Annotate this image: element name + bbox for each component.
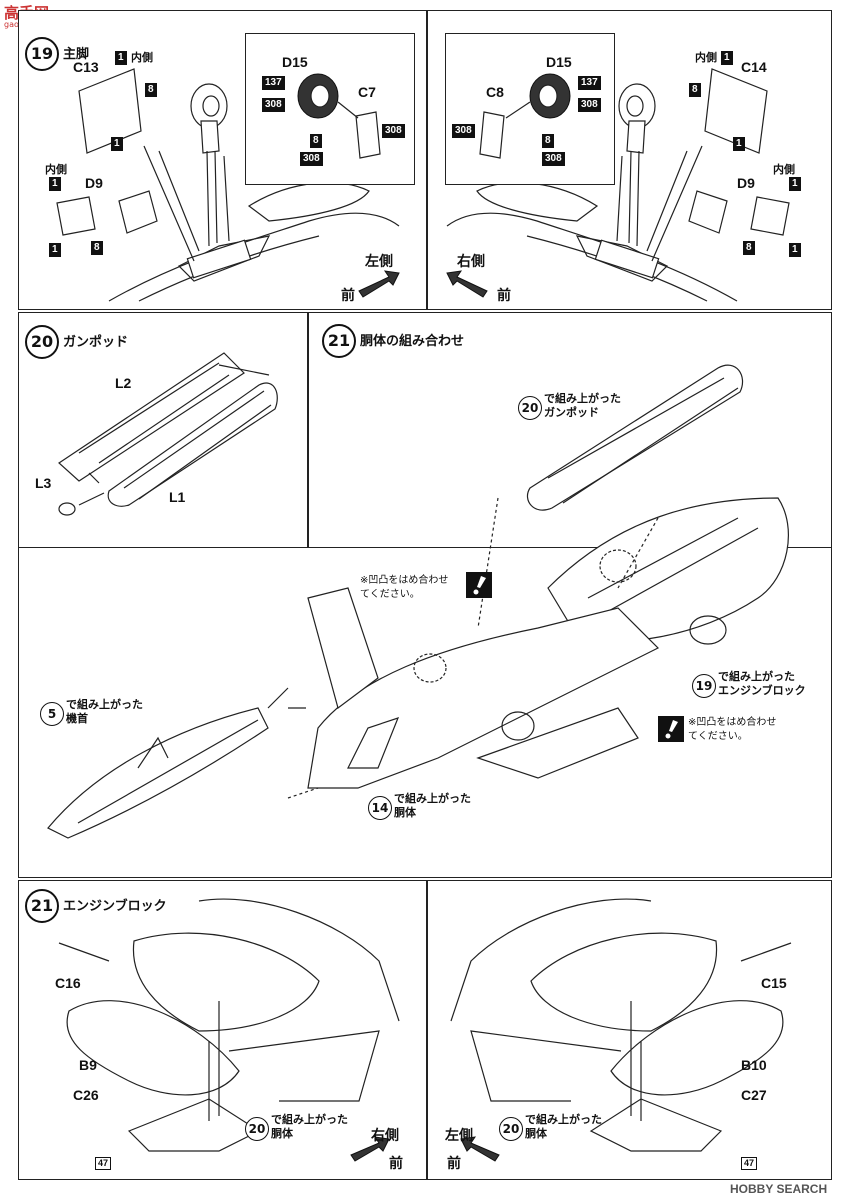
- main-gear-left-drawing: [56, 68, 400, 302]
- fuselage-assembly-drawing: [47, 364, 789, 839]
- ref-step-20-text: で組み上がった 胴体: [525, 1113, 602, 1140]
- step-number: 21: [322, 324, 356, 358]
- part-number-47: 47: [95, 1157, 112, 1170]
- step-title: エンジンブロック: [63, 899, 167, 914]
- main-gear-right-drawing: [446, 68, 790, 302]
- part-number-137: 137: [578, 76, 601, 90]
- inner-side-label: 内側: [131, 51, 153, 64]
- step-title: ガンポッド: [63, 335, 129, 350]
- part-number-137: 137: [262, 76, 285, 90]
- inner-side-label: 内側: [773, 163, 795, 176]
- part-number-8: 8: [743, 241, 755, 255]
- step-21-engine-panel: 21 エンジンブロック C16 B9 C26 47 20 で組み上がった 胴体 …: [18, 880, 832, 1180]
- part-d9: D9: [737, 175, 755, 191]
- part-number-1: 1: [721, 51, 733, 65]
- part-number-8: 8: [310, 134, 322, 148]
- part-number-308: 308: [300, 152, 323, 166]
- part-d15: D15: [546, 54, 572, 70]
- gunpod-drawing: [58, 352, 278, 516]
- direction-label: 右側: [371, 1127, 399, 1143]
- part-c15: C15: [761, 975, 787, 991]
- direction-label: 左側: [365, 253, 393, 269]
- inner-side-label: 内側: [45, 163, 67, 176]
- step-number: 20: [25, 325, 59, 359]
- step-title: 主脚: [63, 47, 90, 62]
- front-label: 前: [341, 287, 355, 303]
- part-number-8: 8: [145, 83, 157, 97]
- detail-box-right: D15 137 308 C8 308 8 308: [445, 33, 615, 185]
- detail-box-left: D15 137 308 C7 308 8 308: [245, 33, 415, 185]
- ref-step-20: 20: [518, 396, 542, 420]
- part-number-1: 1: [49, 243, 61, 257]
- part-number-1: 1: [49, 177, 61, 191]
- ref-step-20-text: で組み上がった 胴体: [271, 1113, 348, 1140]
- part-c27: C27: [741, 1087, 767, 1103]
- step-number: 21: [25, 889, 59, 923]
- step-20-panel: 20 ガンポッド L2 L3 L1: [18, 312, 308, 548]
- engine-block-left-drawing: [58, 898, 400, 1162]
- part-number-308: 308: [452, 124, 475, 138]
- part-number-8: 8: [689, 83, 701, 97]
- part-d9: D9: [85, 175, 103, 191]
- ref-step-14-text: で組み上がった 胴体: [394, 792, 471, 819]
- part-c14: C14: [741, 59, 767, 75]
- part-number-1: 1: [111, 137, 123, 151]
- part-l1: L1: [169, 489, 186, 505]
- part-number-8: 8: [91, 241, 103, 255]
- part-b9: B9: [79, 1057, 97, 1073]
- part-number-47: 47: [741, 1157, 758, 1170]
- part-number-1: 1: [789, 243, 801, 257]
- step-19-panel: 19 主脚 C13 1 内側 8 1 内側 1 D9 1 8 左側 前: [18, 10, 832, 310]
- ref-step-20: 20: [499, 1117, 523, 1141]
- watermark-hobby-search: HOBBY SEARCH: [730, 1182, 828, 1196]
- ref-step-5-text: で組み上がった 機首: [66, 698, 143, 725]
- center-divider: [426, 11, 428, 309]
- part-l2: L2: [115, 375, 132, 391]
- part-c13: C13: [73, 59, 99, 75]
- step-21-frame-lower: [18, 547, 832, 878]
- step-title: 胴体の組み合わせ: [360, 334, 465, 349]
- ref-step-5: 5: [40, 702, 64, 726]
- part-number-308: 308: [578, 98, 601, 112]
- part-number-308: 308: [382, 124, 405, 138]
- part-number-1: 1: [115, 51, 127, 65]
- inner-side-label: 内側: [695, 51, 717, 64]
- part-number-1: 1: [789, 177, 801, 191]
- part-c26: C26: [73, 1087, 99, 1103]
- ref-step-20-text: で組み上がった ガンポッド: [544, 392, 621, 419]
- engine-block-right-drawing: [450, 898, 792, 1162]
- glue-icon: [658, 716, 684, 742]
- part-c8: C8: [486, 84, 504, 100]
- part-number-1: 1: [733, 137, 745, 151]
- ref-step-19: 19: [692, 674, 716, 698]
- fit-note-2: ※凹凸をはめ合わせ てください。: [688, 717, 777, 742]
- part-b10: B10: [741, 1057, 767, 1073]
- step-21-frame: [308, 312, 832, 548]
- part-c16: C16: [55, 975, 81, 991]
- front-label: 前: [497, 287, 511, 303]
- ref-step-14: 14: [368, 796, 392, 820]
- part-c7: C7: [358, 84, 376, 100]
- part-number-308: 308: [262, 98, 285, 112]
- part-d15: D15: [282, 54, 308, 70]
- direction-label: 左側: [445, 1127, 473, 1143]
- part-number-8: 8: [542, 134, 554, 148]
- part-l3: L3: [35, 475, 52, 491]
- fit-note-1: ※凹凸をはめ合わせ てください。: [360, 575, 449, 600]
- ref-step-20: 20: [245, 1117, 269, 1141]
- direction-label: 右側: [457, 253, 485, 269]
- part-number-308: 308: [542, 152, 565, 166]
- ref-step-19-text: で組み上がった エンジンブロック: [718, 670, 806, 697]
- center-divider: [426, 881, 428, 1179]
- glue-icon: [466, 572, 492, 598]
- front-label: 前: [389, 1155, 403, 1171]
- front-label: 前: [447, 1155, 461, 1171]
- step-number: 19: [25, 37, 59, 71]
